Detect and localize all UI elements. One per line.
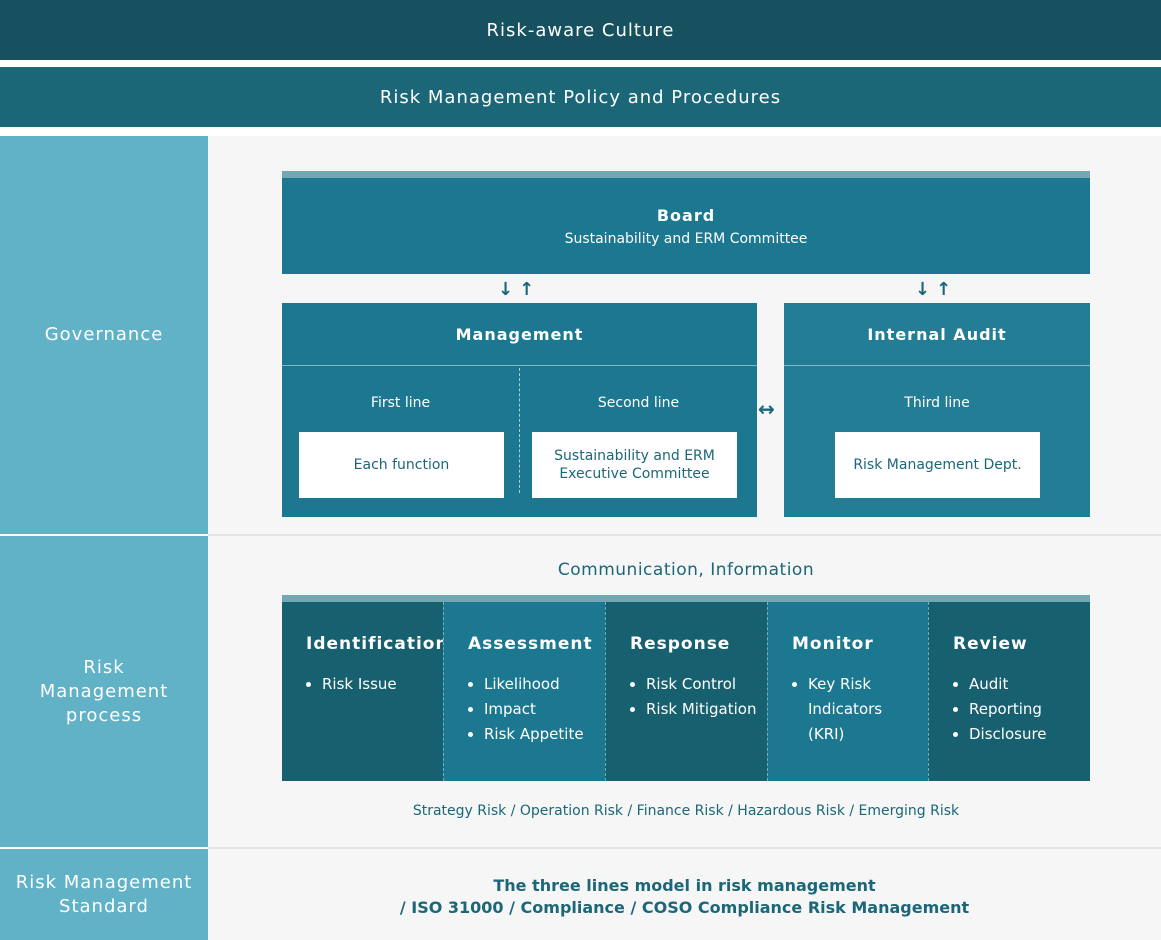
executive-committee-line1: Sustainability and ERM (554, 448, 715, 464)
each-function-text: Each function (353, 457, 450, 473)
standard-label-line2: Standard (59, 895, 149, 917)
second-line-label: Second line (597, 395, 680, 411)
process-label: Risk Management process (0, 536, 208, 847)
list-item: Risk Appetite (468, 722, 584, 747)
process-label-line1: Risk (83, 656, 125, 678)
step-items: Risk Control Risk Mitigation (630, 672, 756, 722)
executive-committee-line2: Executive Committee (559, 466, 710, 482)
list-item: Key Risk (792, 672, 882, 697)
step-items: Key Risk Indicators (KRI) (792, 672, 882, 747)
risk-categories: Strategy Risk / Operation Risk / Finance… (412, 803, 960, 819)
step-assessment: Assessment Likelihood Impact Risk Appeti… (443, 602, 605, 781)
internal-audit-box: Internal Audit Third line Risk Managemen… (784, 303, 1090, 517)
board-box: Board Sustainability and ERM Committee (282, 171, 1090, 274)
list-item-continued: (KRI) (808, 725, 845, 743)
communication-heading: Communication, Information (557, 560, 815, 580)
list-item: Audit (953, 672, 1047, 697)
list-item: Risk Control (630, 672, 756, 697)
step-title: Response (630, 634, 731, 654)
process-steps: Identification Risk Issue Assessment Lik… (282, 595, 1090, 781)
list-item-continued: Indicators (808, 700, 883, 718)
board-title: Board (656, 205, 716, 225)
management-box: Management First line Second line Each f… (282, 303, 757, 517)
step-title: Identification (306, 634, 449, 654)
management-title: Management (282, 303, 757, 366)
internal-audit-title: Internal Audit (784, 303, 1090, 366)
row-separator (208, 534, 1161, 536)
first-line-label: First line (370, 395, 431, 411)
standard-text-line1: The three lines model in risk management (493, 876, 876, 895)
executive-committee-box: Sustainability and ERM Executive Committ… (532, 432, 737, 498)
line-divider (519, 368, 520, 493)
list-item: Impact (468, 697, 584, 722)
step-items: Risk Issue (306, 672, 397, 697)
step-monitor: Monitor Key Risk Indicators (KRI) (767, 602, 928, 781)
risk-management-dept-box: Risk Management Dept. (835, 432, 1040, 498)
third-line-label: Third line (904, 395, 970, 411)
risk-aware-culture-band: Risk-aware Culture (0, 0, 1161, 60)
standard-label-line1: Risk Management (15, 871, 193, 893)
list-item: Risk Issue (306, 672, 397, 697)
governance-label: Governance (0, 136, 208, 534)
board-subtitle: Sustainability and ERM Committee (564, 230, 808, 247)
standard-panel (208, 849, 1161, 940)
process-label-line2: Management (39, 680, 169, 702)
list-item: Disclosure (953, 722, 1047, 747)
step-items: Likelihood Impact Risk Appetite (468, 672, 584, 747)
standard-text: The three lines model in risk management… (208, 875, 1161, 919)
step-response: Response Risk Control Risk Mitigation (605, 602, 767, 781)
step-title: Review (953, 634, 1028, 654)
process-label-line3: process (65, 704, 143, 726)
up-down-arrows-icon: ↓↑ (915, 279, 958, 300)
step-review: Review Audit Reporting Disclosure (928, 602, 1090, 781)
risk-management-dept-text: Risk Management Dept. (853, 457, 1022, 473)
step-identification: Identification Risk Issue (282, 602, 448, 781)
policy-procedures-band: Risk Management Policy and Procedures (0, 67, 1161, 127)
list-item: Reporting (953, 697, 1047, 722)
each-function-box: Each function (299, 432, 504, 498)
step-title: Assessment (468, 634, 593, 654)
step-title: Monitor (792, 634, 874, 654)
list-item: Likelihood (468, 672, 584, 697)
left-right-arrow-icon: ↔ (758, 397, 775, 421)
row-separator (208, 847, 1161, 849)
standard-label: Risk Management Standard (0, 849, 208, 940)
standard-text-line2: / ISO 31000 / Compliance / COSO Complian… (399, 898, 970, 917)
up-down-arrows-icon: ↓↑ (498, 279, 541, 300)
step-items: Audit Reporting Disclosure (953, 672, 1047, 747)
list-item: Risk Mitigation (630, 697, 756, 722)
